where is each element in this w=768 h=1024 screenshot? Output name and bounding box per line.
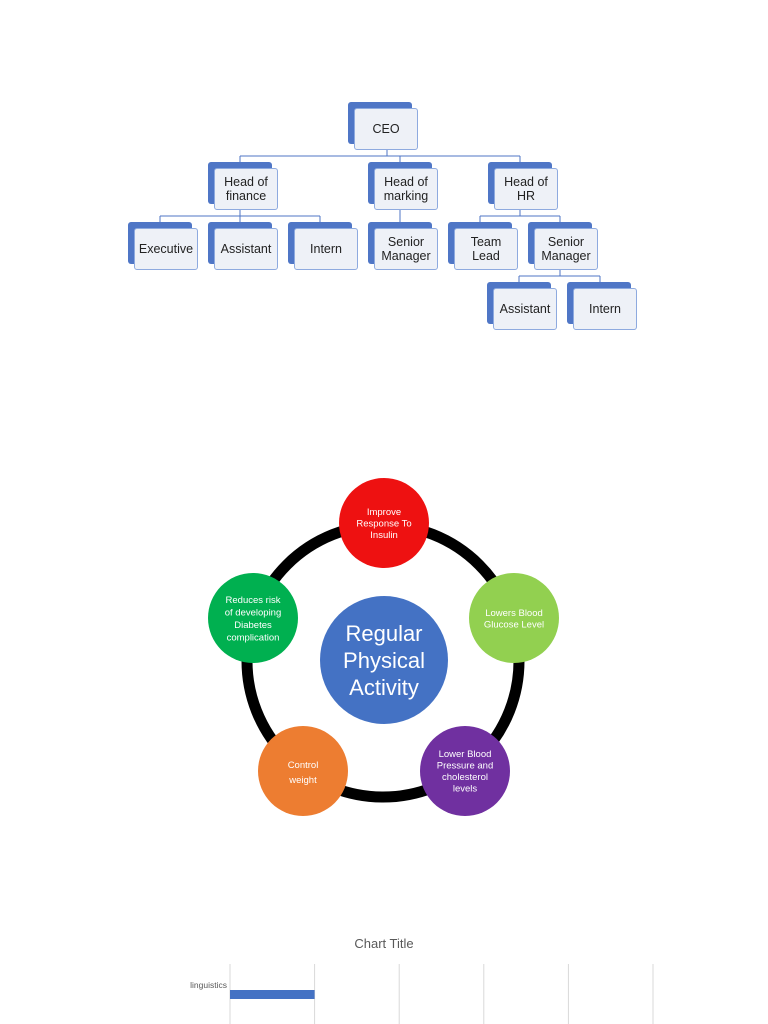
- org-node-label: Head of marking: [374, 168, 438, 210]
- org-node-intern-hr: Intern: [567, 282, 637, 330]
- org-node-ceo: CEO: [348, 102, 418, 150]
- cycle-item-circle: [469, 573, 559, 663]
- cycle-item-circle: [339, 478, 429, 568]
- org-node-head-hr: Head of HR: [488, 162, 558, 210]
- org-node-label: Intern: [573, 288, 637, 330]
- org-node-senior-manager: Senior Manager: [368, 222, 438, 270]
- cycle-item-circle: [208, 573, 298, 663]
- org-node-label: Senior Manager: [374, 228, 438, 270]
- org-node-head-finance: Head of finance: [208, 162, 278, 210]
- cycle-ring: [241, 519, 525, 803]
- cycle-item-circle: [258, 726, 348, 816]
- org-node-intern: Intern: [288, 222, 358, 270]
- org-node-assistant: Assistant: [208, 222, 278, 270]
- chart-bar: [230, 990, 315, 999]
- org-node-label: Senior Manager: [534, 228, 598, 270]
- chart-title: Chart Title: [354, 936, 414, 951]
- org-node-senior-manager-hr: Senior Manager: [528, 222, 598, 270]
- org-node-label: Team Lead: [454, 228, 518, 270]
- org-node-label: CEO: [354, 108, 418, 150]
- org-node-head-marking: Head of marking: [368, 162, 438, 210]
- org-node-label: Executive: [134, 228, 198, 270]
- cycle-item-circle: [420, 726, 510, 816]
- org-chart-connectors: [159, 144, 601, 282]
- org-node-team-lead: Team Lead: [448, 222, 518, 270]
- org-node-assistant-hr: Assistant: [487, 282, 557, 330]
- chart-category-label: linguistics: [190, 980, 227, 990]
- cycle-center-circle: [320, 596, 448, 724]
- org-node-label: Assistant: [214, 228, 278, 270]
- org-node-executive: Executive: [128, 222, 198, 270]
- org-node-label: Intern: [294, 228, 358, 270]
- org-node-label: Head of HR: [494, 168, 558, 210]
- org-node-label: Head of finance: [214, 168, 278, 210]
- org-node-label: Assistant: [493, 288, 557, 330]
